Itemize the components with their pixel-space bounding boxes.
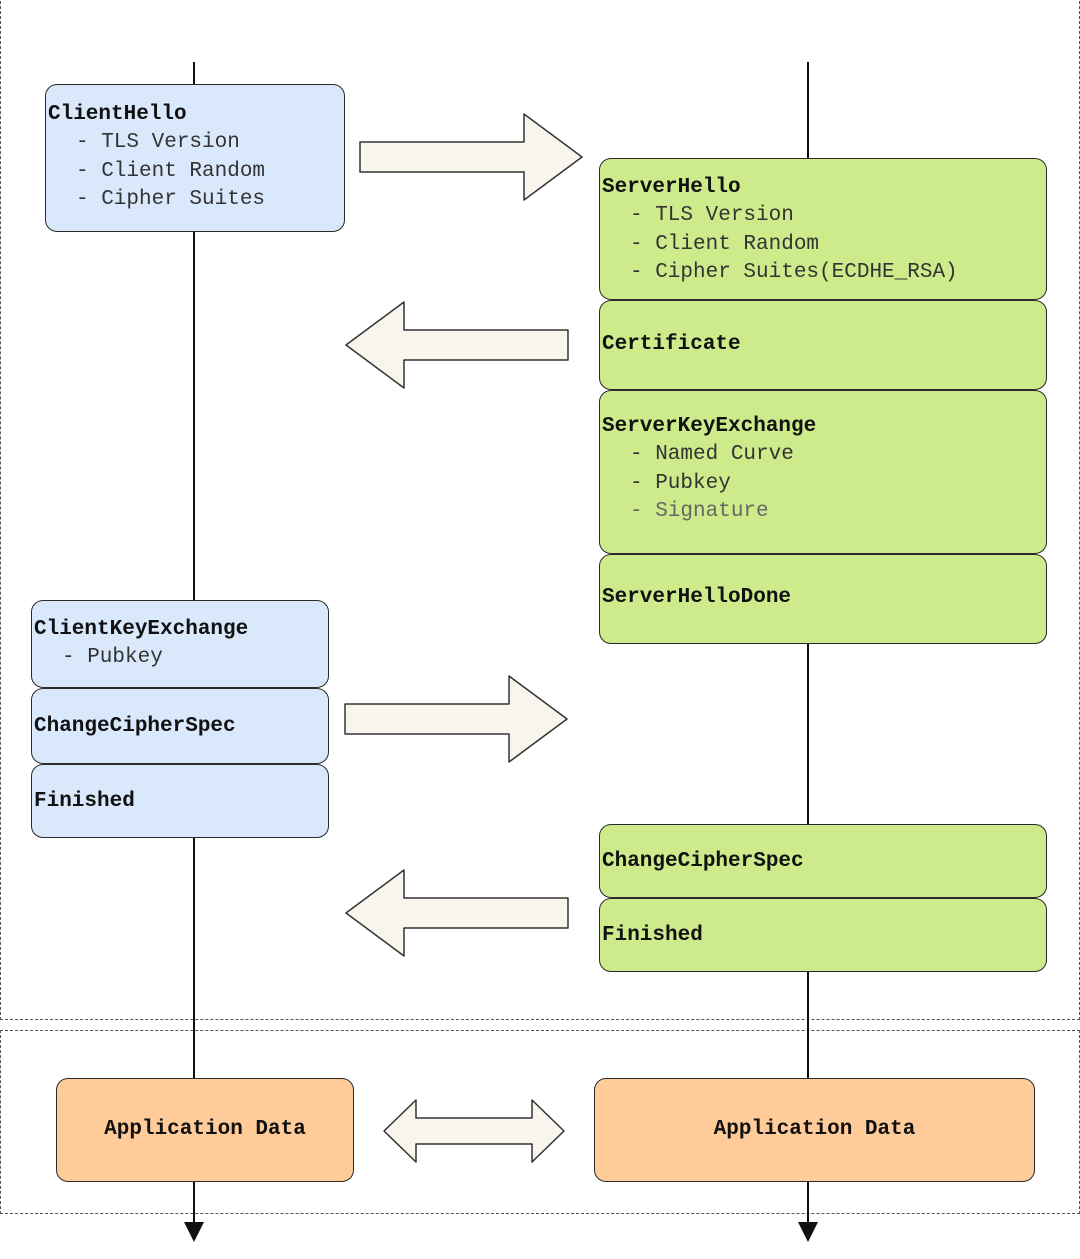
server-hello-done-title: ServerHelloDone — [602, 586, 792, 609]
client-hello-item: - Cipher Suites — [76, 188, 266, 211]
client-finished-box: Finished — [31, 764, 329, 838]
server-change-cipher-spec-title: ChangeCipherSpec — [602, 850, 804, 873]
client-hello-box: ClientHello - TLS Version - Client Rando… — [45, 84, 345, 232]
client-application-data-box: Application Data — [56, 1078, 354, 1182]
server-application-data-box: Application Data — [594, 1078, 1035, 1182]
server-hello-done-box: ServerHelloDone — [599, 554, 1047, 644]
server-finished-title: Finished — [602, 924, 703, 947]
server-finished-left-arrow — [345, 869, 569, 957]
server-hello-item: - Client Random — [630, 232, 820, 256]
server-key-exchange-item: - Signature — [630, 500, 769, 523]
server-hello-item: - TLS Version — [630, 204, 794, 227]
client-application-data-title: Application Data — [104, 1118, 306, 1141]
client-key-exchange-item: - Pubkey — [62, 646, 163, 669]
client-hello-right-arrow — [359, 113, 583, 201]
server-change-cipher-spec-box: ChangeCipherSpec — [599, 824, 1047, 898]
certificate-box: Certificate — [599, 300, 1047, 390]
server-key-exchange-box: ServerKeyExchange - Named Curve - Pubkey… — [599, 390, 1047, 554]
certificate-title: Certificate — [602, 333, 741, 356]
client-hello-item: - TLS Version — [76, 131, 240, 154]
client-hello-title: ClientHello — [48, 103, 187, 126]
server-hello-title: ServerHello — [602, 176, 741, 199]
client-finished-title: Finished — [34, 790, 135, 813]
server-lifeline-arrowhead — [798, 1222, 818, 1242]
server-hello-box: ServerHello - TLS Version - Client Rando… — [599, 158, 1047, 300]
server-key-exchange-item: - Pubkey — [630, 471, 731, 495]
client-change-cipher-spec-box: ChangeCipherSpec — [31, 688, 329, 764]
server-finished-box: Finished — [599, 898, 1047, 972]
application-data-double-arrow — [383, 1099, 565, 1163]
client-hello-item: - Client Random — [76, 159, 266, 183]
client-key-exchange-title: ClientKeyExchange — [34, 618, 249, 641]
server-hello-item: - Cipher Suites(ECDHE_RSA) — [630, 261, 958, 284]
server-key-exchange-title: ServerKeyExchange — [602, 415, 817, 438]
client-lifeline-arrowhead — [184, 1222, 204, 1242]
server-application-data-title: Application Data — [713, 1118, 916, 1141]
client-key-exchange-box: ClientKeyExchange - Pubkey — [31, 600, 329, 688]
server-key-exchange-item: - Named Curve — [630, 443, 794, 466]
client-change-cipher-spec-title: ChangeCipherSpec — [34, 715, 236, 738]
server-lifeline — [807, 62, 809, 1232]
server-hello-left-arrow — [345, 301, 569, 389]
client-finished-right-arrow — [344, 675, 568, 763]
